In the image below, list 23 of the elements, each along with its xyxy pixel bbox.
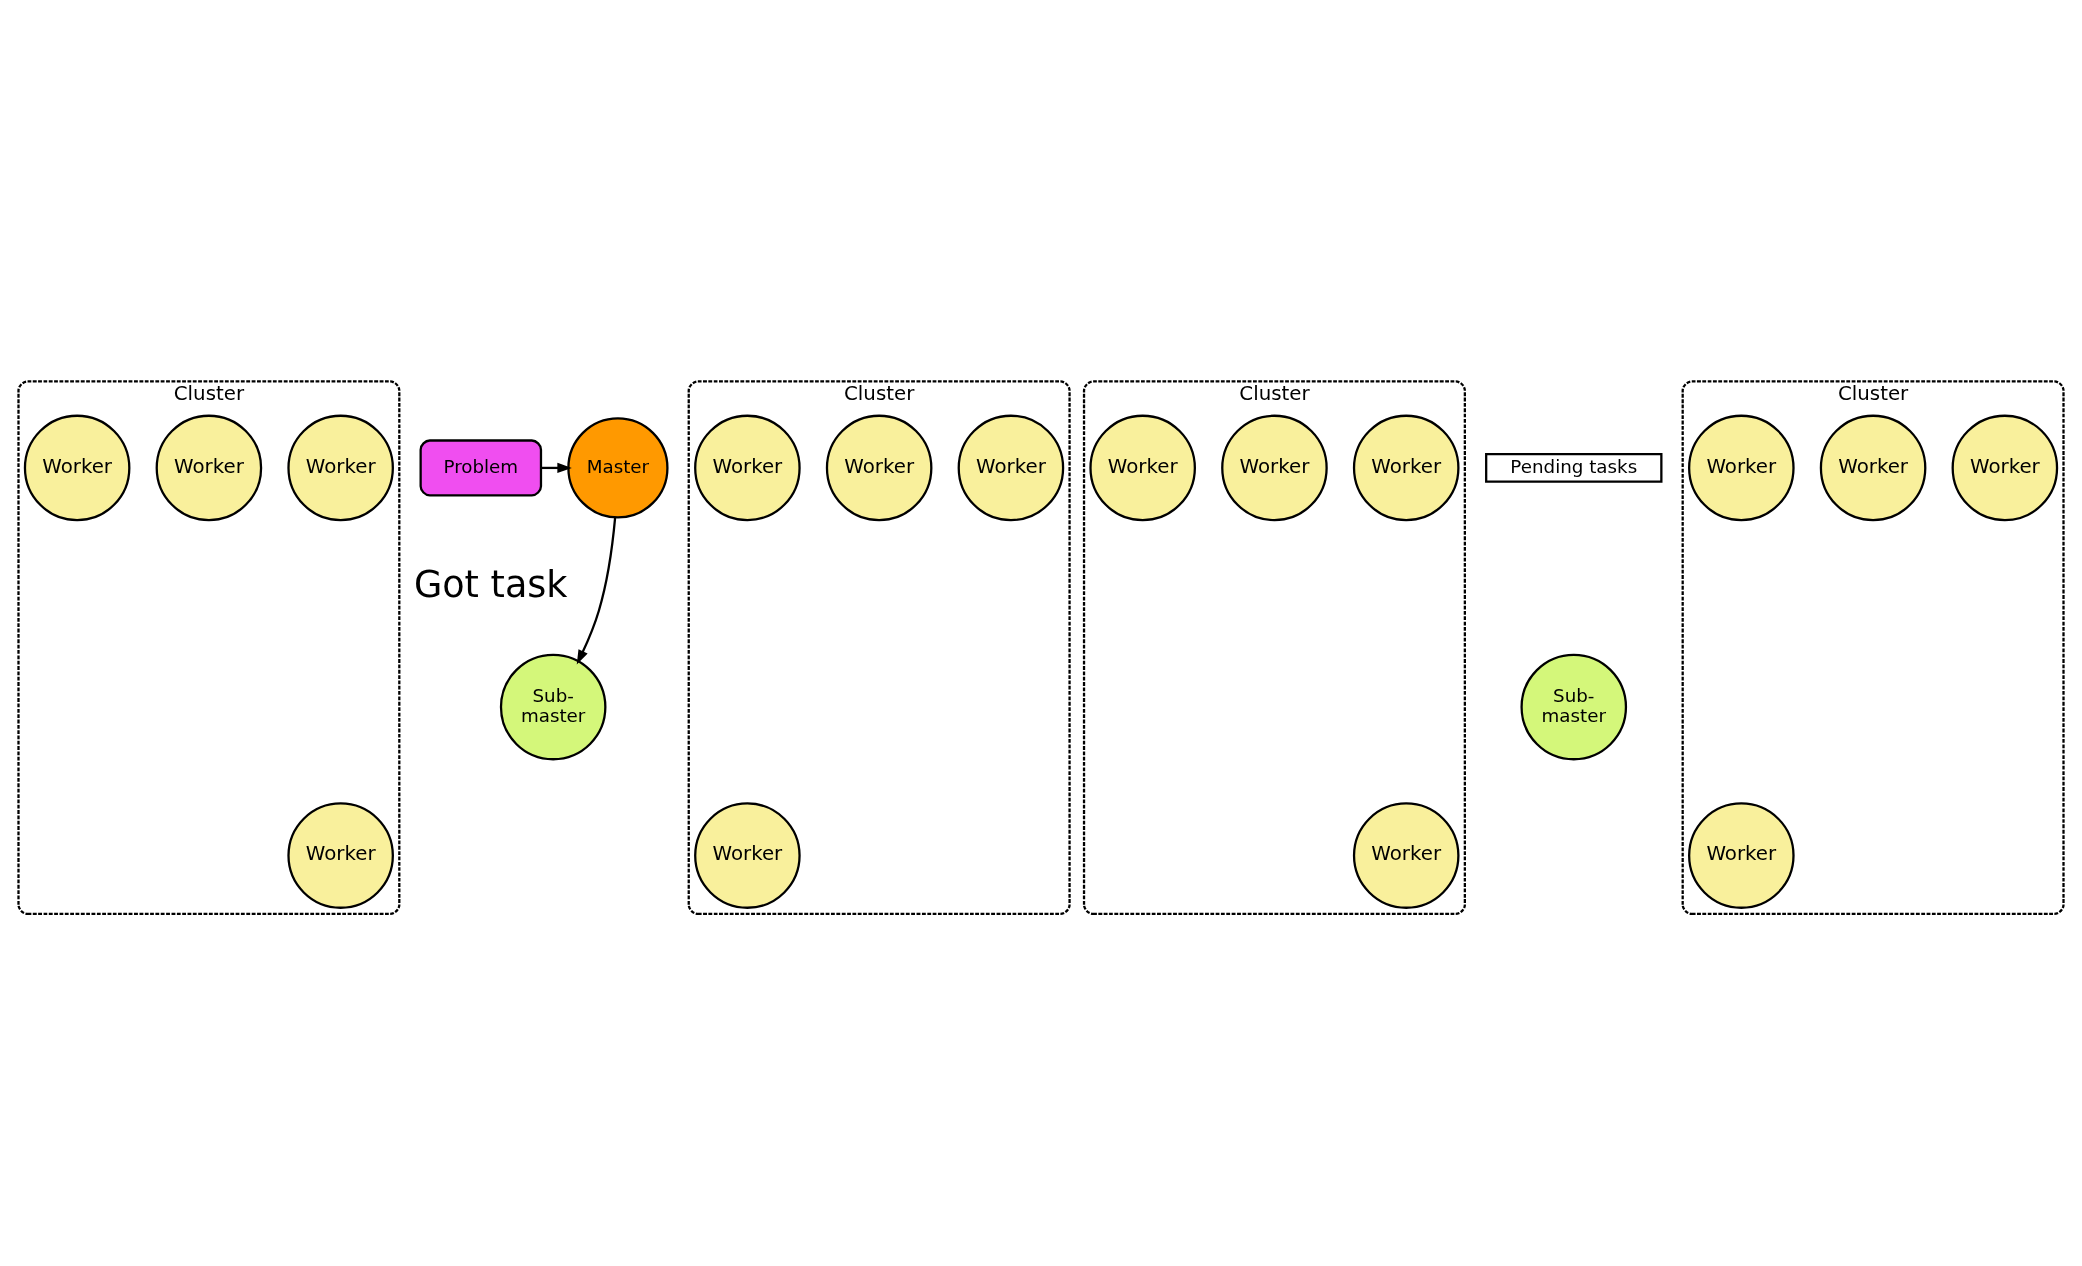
node-circle: Sub- master (499, 653, 607, 761)
node-circle: Worker (1089, 414, 1196, 522)
node-box: Problem (419, 439, 543, 497)
label: Got task (413, 562, 568, 606)
node-circle: Worker (1688, 414, 1795, 522)
node-circle: Worker (957, 414, 1065, 522)
node-circle: Worker (287, 414, 394, 522)
node-circle: Worker (694, 414, 801, 522)
node-circle: Sub- master (1520, 653, 1628, 761)
node-circle: Worker (1352, 802, 1460, 909)
node-circle: Worker (155, 414, 263, 522)
node-circle: Worker (287, 802, 394, 909)
node-circle: Worker (1688, 802, 1795, 909)
node-circle: Master (567, 417, 669, 519)
arrow (576, 517, 617, 665)
node-circle: Worker (825, 414, 933, 522)
node-circle: Worker (1221, 414, 1328, 522)
node-circle: Worker (1951, 414, 2059, 522)
node-circle: Worker (1352, 414, 1460, 522)
node-box: Pending tasks (1485, 453, 1663, 483)
node-circle: Worker (694, 802, 801, 909)
node-circle: Worker (23, 414, 131, 522)
node-circle: Worker (1819, 414, 1927, 522)
